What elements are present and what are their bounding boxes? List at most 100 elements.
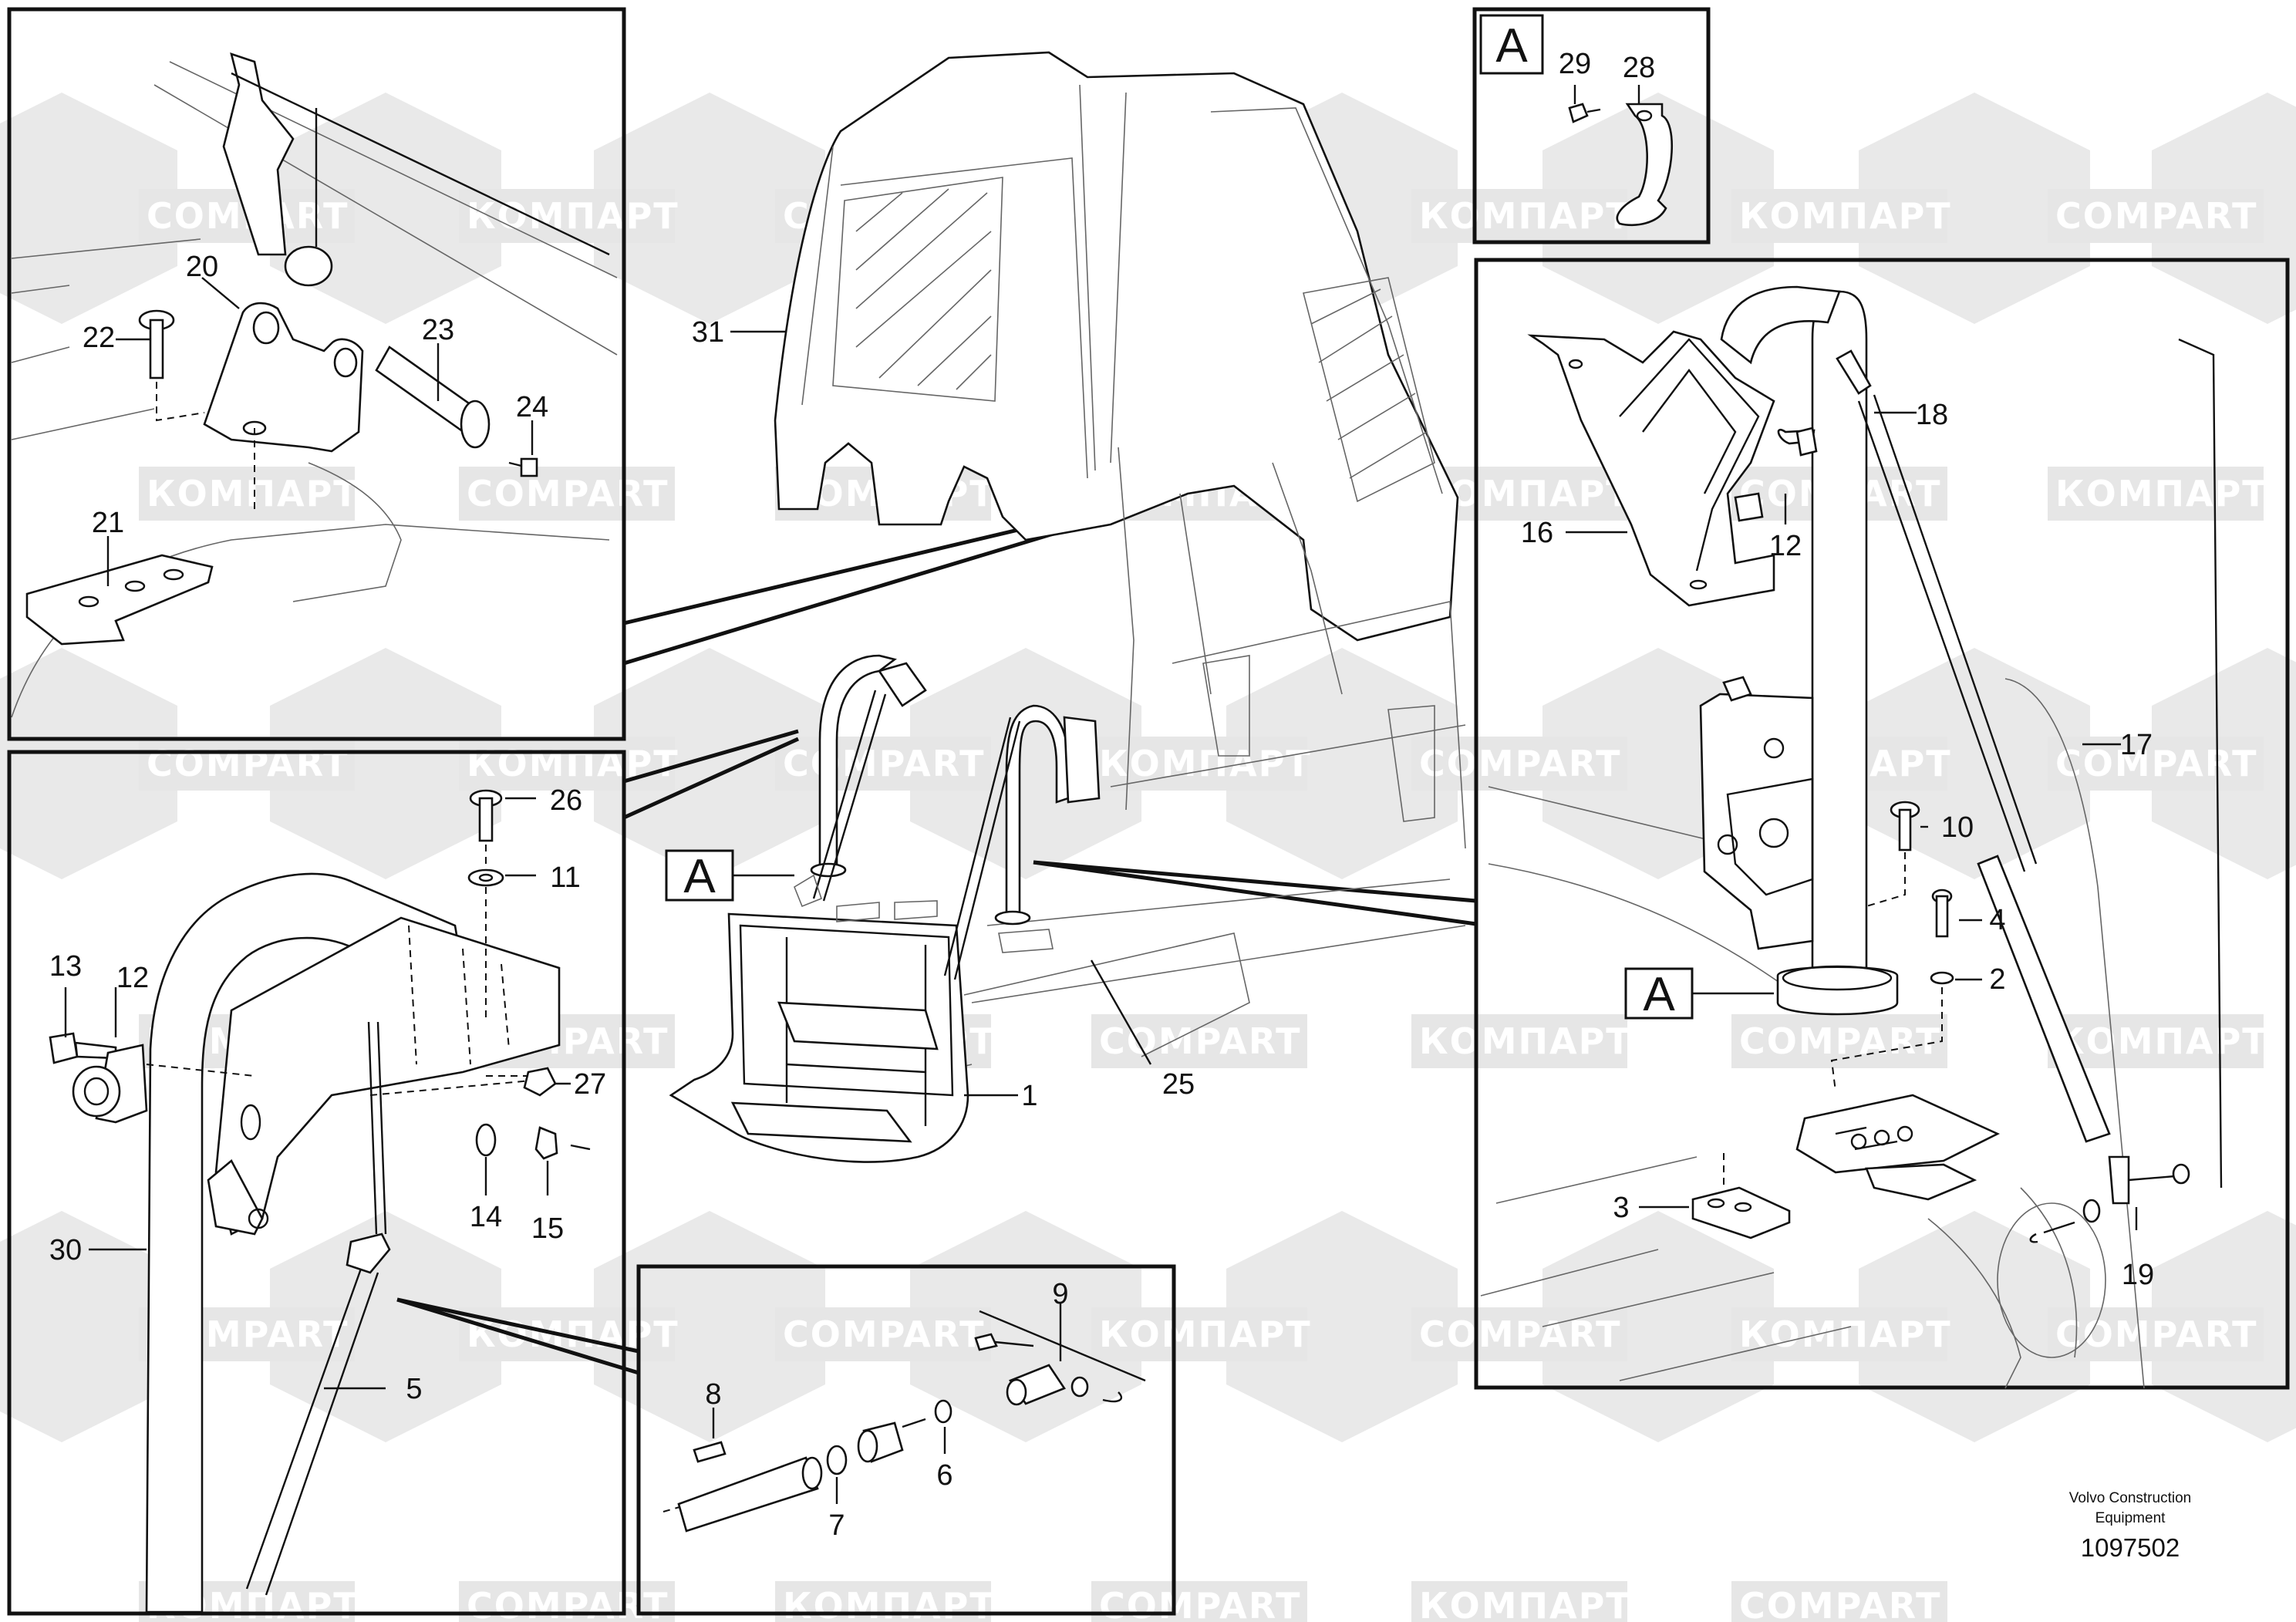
handrail-right-detail: A [1480,285,2223,1389]
svg-text:COMPART: COMPART [1099,1585,1301,1622]
callout-30: 30 [49,1234,82,1266]
svg-text:COMPART: COMPART [783,1313,985,1355]
callout-14: 14 [470,1201,502,1233]
part-handrail-tube [1811,290,1868,985]
part-12-right-clip [1734,492,1764,522]
callout-31: 31 [692,316,724,349]
fender-guard [774,51,1459,642]
detail-frame-bracket [7,7,626,741]
part-23-pin [375,346,491,449]
svg-text:КОМПАРТ: КОМПАРТ [2055,1020,2268,1062]
watermark-layer: COMPART КОМПАРТ COMPART КОМПАРТ КОМПАРТ … [0,93,2296,1622]
svg-text:КОМПАРТ: КОМПАРТ [1419,1020,1632,1062]
callout-28: 28 [1623,52,1655,84]
strut-end-detail [663,1303,1146,1533]
part-27-nut [523,1067,557,1097]
svg-text:КОМПАРТ: КОМПАРТ [1099,743,1312,784]
footer-company-line2: Equipment [2095,1510,2166,1526]
fender-grille [832,177,1435,503]
part-7-washer [826,1445,848,1475]
part-11-washer [467,868,504,887]
callout-25: 25 [1162,1068,1195,1101]
part-19-fastener [2029,1155,2190,1243]
part-16-bracket [1527,330,1775,607]
part-4-bolt [1931,889,1953,938]
part-9-clevis [974,1333,1123,1406]
part-3-spacer-block [1691,1186,1791,1239]
callout-26: 26 [550,784,582,817]
svg-text:КОМПАРТ: КОМПАРТ [1419,195,1632,237]
callout-18: 18 [1916,399,1948,431]
callout-20: 20 [186,251,218,283]
callout-27: 27 [574,1068,606,1101]
detail-frame-strut-end [636,1264,1176,1616]
part-8-strut-tube [677,1456,819,1533]
detail-frame-handrail-left [7,750,626,1616]
main-view-leaders [730,330,1152,1097]
svg-text:КОМПАРТ: КОМПАРТ [2055,473,2268,514]
part-17-gas-strut [1836,349,2111,1143]
svg-text:КОМПАРТ: КОМПАРТ [1739,195,1952,237]
svg-text:КОМПАРТ: КОМПАРТ [467,743,679,784]
callout-5: 5 [406,1373,422,1405]
callout-21: 21 [92,507,124,539]
part-10-bolt [1890,801,1920,851]
callout-17: 17 [2120,729,2153,761]
svg-text:КОМПАРТ: КОМПАРТ [1739,1313,1952,1355]
svg-text:КОМПАРТ: КОМПАРТ [783,1585,996,1622]
part-29-bolt [1568,103,1601,123]
footer-drawing-number: 1097502 [2081,1533,2180,1562]
watermark-logo-text: COMPART КОМПАРТ COMPART КОМПАРТ КОМПАРТ … [147,195,2268,1622]
callout-10: 10 [1941,811,1974,844]
callout-4: 4 [1989,904,2005,936]
callout-19: 19 [2122,1259,2154,1291]
svg-text:COMPART: COMPART [2055,1313,2257,1355]
footer-company-line1: Volvo Construction [2069,1490,2191,1506]
part-12-clip [72,1044,148,1124]
handrail-left-detail [49,789,591,1614]
svg-text:COMPART: COMPART [1419,743,1621,784]
part-15-nut [534,1126,558,1160]
callout-11: 11 [550,862,580,894]
svg-text:COMPART: COMPART [1739,1585,1941,1622]
part-26-bolt [469,789,503,842]
callout-6: 6 [936,1459,952,1492]
callout-22: 22 [83,322,115,354]
part-6-sleeve [857,1421,904,1463]
svg-text:КОМПАРТ: КОМПАРТ [1099,1313,1312,1355]
detail-frame-view-a-small [1472,7,1711,244]
svg-text:COMPART: COMPART [2055,195,2257,237]
detail-frames [7,7,2290,1616]
detail-frame-handrail-right [1474,258,2290,1390]
svg-text:COMPART: COMPART [147,743,349,784]
svg-text:КОМПАРТ: КОМПАРТ [1419,1585,1632,1622]
callout-24: 24 [516,391,548,423]
callout-numbers: 20 22 23 24 21 31 26 11 13 12 27 14 15 3… [49,48,2154,1542]
callout-8: 8 [705,1378,721,1411]
callout-23: 23 [422,314,454,346]
svg-text:COMPART: COMPART [467,473,669,514]
view-a-small-detail: A [1479,14,1674,227]
part-24-bolt [508,457,538,477]
callout-12-left: 12 [116,962,149,994]
callout-3: 3 [1613,1192,1629,1224]
callout-7: 7 [828,1509,845,1542]
svg-text:COMPART: COMPART [2055,743,2257,784]
callout-16: 16 [1521,517,1553,549]
watermark-banners [139,189,2264,1622]
part-21-plate [25,554,214,646]
part-8-pin [693,1441,727,1463]
view-marker-main-letter: A [683,850,716,903]
svg-text:COMPART: COMPART [1419,1313,1621,1355]
view-marker-top [1479,14,1544,75]
main-assembly-view: A [665,51,1466,1163]
callout-13: 13 [49,950,82,983]
callout-2: 2 [1989,963,2005,996]
bracket-detail [11,52,618,718]
callout-9: 9 [1052,1278,1068,1310]
part-5-gas-strut [245,1233,391,1596]
view-marker-top-letter: A [1495,19,1528,73]
part-20-bracket [203,302,364,453]
svg-text:КОМПАРТ: КОМПАРТ [147,473,359,514]
